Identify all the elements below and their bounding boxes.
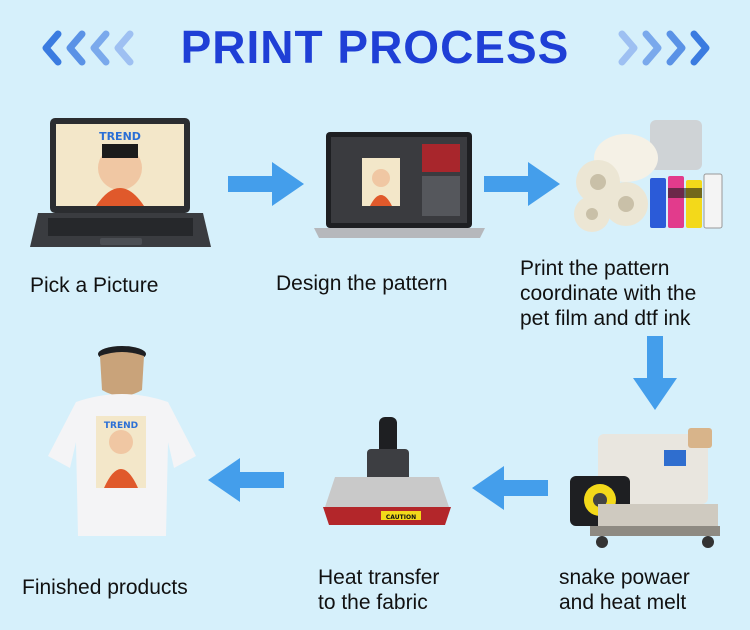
step-label-finished-products: Finished products bbox=[22, 576, 188, 599]
step-label-print-pattern: Print the pattern coordinate with the pe… bbox=[520, 257, 697, 330]
arrow-icon bbox=[484, 162, 562, 206]
film-and-ink-image bbox=[568, 118, 738, 240]
arrow-icon bbox=[228, 162, 306, 206]
laptop-image: TREND bbox=[28, 110, 213, 255]
shaker-machine-image bbox=[560, 420, 730, 550]
arrow-icon bbox=[206, 458, 284, 502]
double-chevron-right-icon bbox=[602, 28, 714, 68]
finished-tshirt-image: TREND bbox=[38, 346, 208, 561]
tshirt-artwork-text: TREND bbox=[104, 421, 138, 431]
step-label-heat-transfer: Heat transfer to the fabric bbox=[318, 566, 440, 614]
step-label-shake-powder: snake powaer and heat melt bbox=[559, 566, 690, 614]
arrow-icon bbox=[633, 336, 677, 412]
step-label-design-pattern: Design the pattern bbox=[276, 272, 448, 295]
step-label-pick-picture: Pick a Picture bbox=[30, 274, 159, 297]
page-title: PRINT PROCESS bbox=[180, 21, 570, 73]
arrow-icon bbox=[470, 466, 548, 510]
design-laptop-image bbox=[312, 128, 487, 243]
artwork-text: TREND bbox=[99, 130, 141, 143]
caution-label: CAUTION bbox=[386, 514, 416, 521]
double-chevron-left-icon bbox=[38, 28, 150, 68]
heat-press-image: CAUTION bbox=[315, 415, 455, 530]
